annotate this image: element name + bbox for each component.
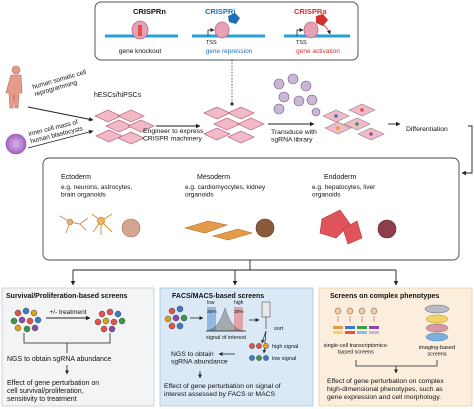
sorter-icon <box>261 301 271 329</box>
ectoderm-title: Ectoderm <box>61 174 91 181</box>
histogram-high-label: high <box>234 300 244 306</box>
treatment-label: +/- treatment <box>49 309 86 316</box>
differentiation-label: Differentiation <box>406 126 448 133</box>
cell-pool-before-icon <box>10 307 42 333</box>
ectoderm-examples: e.g. neurons, astrocytes,brain organoids <box>61 184 132 199</box>
stem-cells-label: hESCs/hiPSCs <box>94 92 142 99</box>
dcas9-krab-icon <box>214 13 240 39</box>
astrocyte-icon <box>91 213 113 235</box>
human-figure-icon <box>5 65 23 109</box>
crisprn-title: CRISPRn <box>133 7 166 16</box>
cardiomyocyte-icon <box>183 220 254 241</box>
somatic-label: human somatic cellreprogramming <box>32 69 90 98</box>
cas9-icon <box>131 20 149 40</box>
kidney-organoid-icon <box>255 218 275 238</box>
blastocyst-icon <box>5 133 27 155</box>
facs-effect: Effect of gene perturbation on signal of… <box>164 383 281 398</box>
fanout-connector <box>70 260 399 286</box>
crisprn-module: CRISPRn gene knockout <box>105 7 178 55</box>
histogram-left-pct: 30% <box>207 309 217 315</box>
microscope-cells-icon <box>424 304 450 342</box>
crisprn-caption: gene knockout <box>119 48 161 55</box>
crispra-caption: gene activation <box>296 48 340 55</box>
high-signal-label: high signal <box>272 344 298 350</box>
crispra-title: CRISPRa <box>294 7 327 16</box>
hepatocyte-icon <box>319 209 363 245</box>
crispri-tss-label: TSS <box>206 40 217 46</box>
liver-organoid-icon <box>377 219 397 239</box>
low-signal-cells <box>249 355 269 361</box>
crispra-module: CRISPRa TSS gene activation <box>284 7 350 55</box>
facs-title: FACS/MACS-based screens <box>172 293 264 300</box>
crispri-module: CRISPRi TSS gene repression <box>192 7 265 55</box>
sc-screens-label: single-cell transcriptomics-based screen… <box>324 343 389 356</box>
facs-screen-panel: FACS/MACS-based screens low high 30% 30%… <box>159 287 314 407</box>
crispr-modalities-panel: CRISPRn gene knockout CRISPRi TSS gene r… <box>94 1 359 61</box>
sort-label: sort <box>274 326 284 332</box>
lentivirus-icons <box>273 73 321 117</box>
signal-histogram: low high 30% 30% signal of interest <box>206 300 247 341</box>
survival-screen-panel: Survival/Proliferation-based screens +/-… <box>1 287 155 407</box>
histogram-axis-label: signal of interest <box>206 335 247 341</box>
endoderm-title: Endoderm <box>324 174 356 181</box>
crispri-title: CRISPRi <box>205 7 235 16</box>
lineage-panel: Ectoderm e.g. neurons, astrocytes,brain … <box>42 157 460 261</box>
mesoderm-title: Mesoderm <box>197 174 230 181</box>
histogram-low-label: low <box>207 300 215 306</box>
survival-title: Survival/Proliferation-based screens <box>6 293 127 300</box>
facs-cell-pool-icon <box>164 305 188 330</box>
stem-cell-cluster <box>94 109 155 145</box>
complex-screen-panel: Screens on complex phenotypes single-cel… <box>318 287 473 407</box>
dcas9-activator-icon <box>303 14 331 39</box>
brain-organoid-icon <box>121 218 141 238</box>
cell-pool-after-icon <box>94 308 126 333</box>
workflow-row: human somatic cellreprogramming inner ce… <box>5 65 448 155</box>
low-signal-label: low signal <box>272 356 296 362</box>
ectoderm-section: Ectoderm e.g. neurons, astrocytes,brain … <box>59 174 141 238</box>
transduced-cell-cluster <box>322 103 385 141</box>
crispra-tss-label: TSS <box>296 40 307 46</box>
neuron-icon <box>59 215 89 234</box>
complex-title: Screens on complex phenotypes <box>330 293 439 300</box>
engineered-cell-cluster <box>203 106 265 144</box>
expression-bars-icon <box>333 326 379 334</box>
survival-ngs: NGS to obtain sgRNA abundance <box>7 356 111 363</box>
histogram-right-pct: 30% <box>234 309 244 315</box>
single-cell-droplets-icon <box>334 307 378 322</box>
high-signal-cells <box>249 343 269 349</box>
crispri-caption: gene repression <box>206 48 253 55</box>
